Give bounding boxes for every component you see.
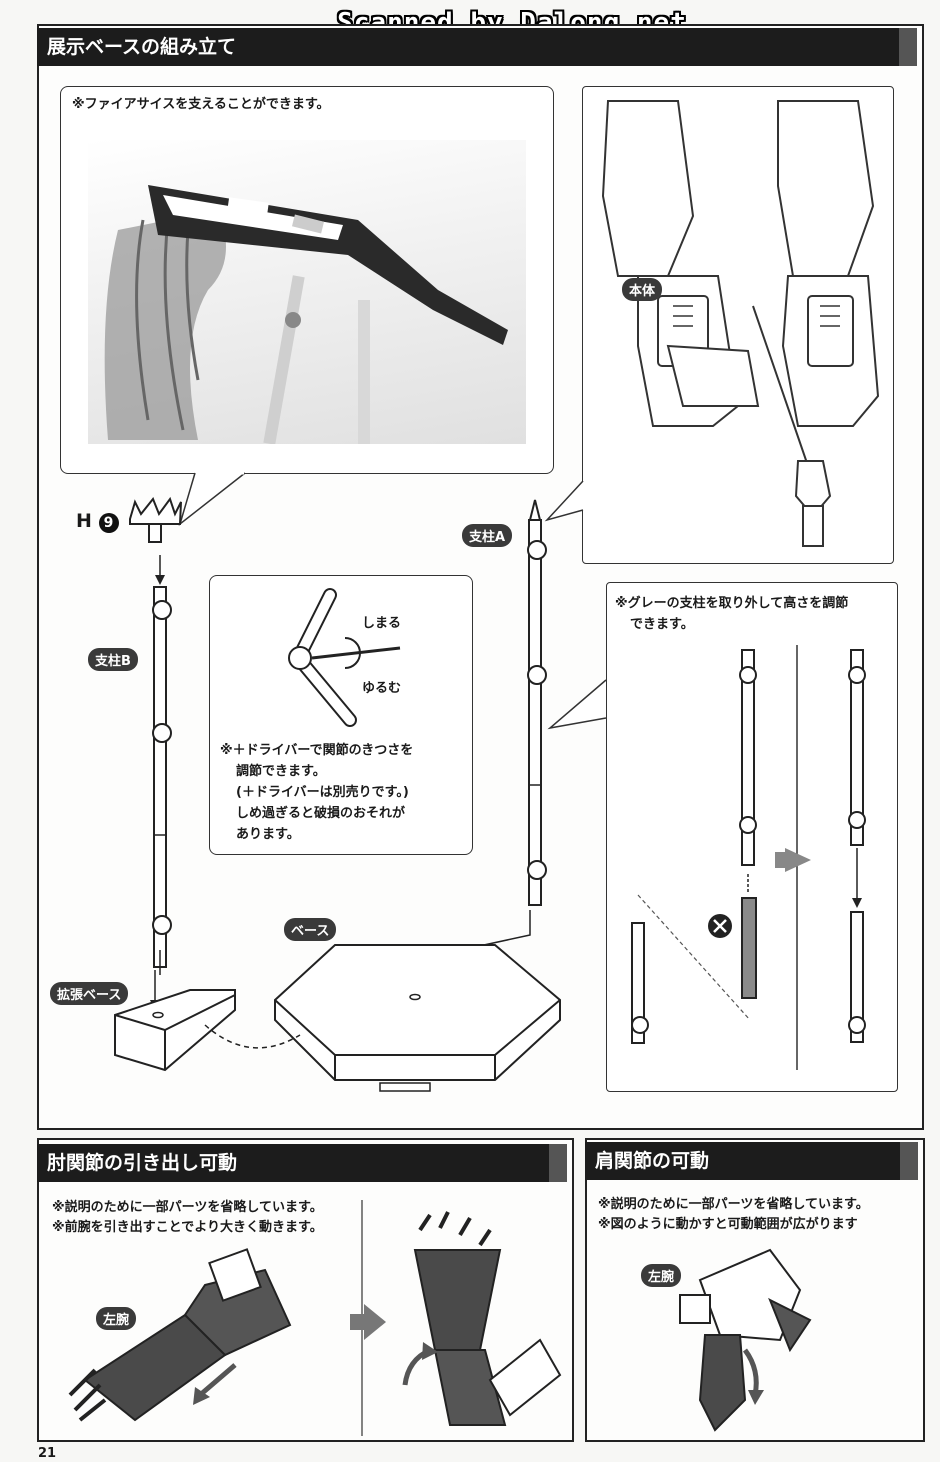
shoulder-title: 肩関節の可動 <box>595 1150 710 1172</box>
elbow-header: 肘関節の引き出し可動 <box>37 1144 567 1182</box>
driver-note-line-5: あります。 <box>236 827 300 842</box>
label-elbow-left-arm: 左腕 <box>96 1307 137 1330</box>
fire-scythe-illustration <box>104 185 508 444</box>
elbow-header-stripe <box>549 1144 567 1182</box>
shoulder-illustration <box>679 1248 812 1432</box>
driver-note-line-3: (＋ドライバーは別売りです。) <box>236 785 409 800</box>
page-number: 21 <box>38 1446 57 1461</box>
elbow-note-2: ※前腕を引き出すことでより大きく動きます。 <box>52 1220 323 1235</box>
label-base: ベース <box>284 918 337 941</box>
part-code: H 9 <box>76 510 119 533</box>
gray-strut-diagram <box>631 645 866 1070</box>
elbow-arm-before <box>68 1248 292 1422</box>
fire-scythe-photo <box>88 140 526 444</box>
shoulder-header: 肩関節の可動 <box>585 1142 918 1180</box>
part-code-letter: H <box>76 510 92 532</box>
part-code-number: 9 <box>98 513 119 533</box>
label-shoulder-left-arm: 左腕 <box>641 1264 682 1287</box>
screw-tighten-label: しまる <box>362 616 402 631</box>
driver-note-line-2: 調節できます。 <box>236 764 326 779</box>
shoulder-note-1: ※説明のために一部パーツを省略しています。 <box>598 1197 869 1212</box>
bubble-tail-right <box>544 480 584 522</box>
driver-note-line-1: ※＋ドライバーで関節のきつさを <box>220 743 414 758</box>
label-strut-a: 支柱A <box>462 524 513 547</box>
elbow-note-1: ※説明のために一部パーツを省略しています。 <box>52 1200 323 1215</box>
screw-loosen-label: ゆるむ <box>362 681 402 696</box>
display-base-header: 展示ベースの組み立て <box>37 28 917 66</box>
base-assembly <box>114 910 561 1092</box>
header-stripe <box>899 28 917 66</box>
shoulder-note-2: ※図のように動かすと可動範囲が広がります <box>598 1217 858 1232</box>
strut-b <box>152 555 172 975</box>
elbow-arrow <box>350 1304 386 1340</box>
driver-note-line-4: しめ過ぎると破損のおそれが <box>236 806 406 821</box>
elbow-title: 肘関節の引き出し可動 <box>47 1152 238 1174</box>
part-h9-connector <box>129 496 182 543</box>
display-base-title: 展示ベースの組み立て <box>47 36 237 58</box>
strut-a <box>527 499 547 906</box>
elbow-arm-after <box>402 1211 562 1426</box>
label-strut-b: 支柱B <box>88 648 138 671</box>
screwdriver-joint-illustration <box>288 588 401 727</box>
mecha-legs-lineart <box>601 100 880 547</box>
gray-strut-note-line-1: ※グレーの支柱を取り外して高さを調節 <box>615 596 849 611</box>
label-body: 本体 <box>622 278 663 301</box>
shoulder-header-stripe <box>900 1142 918 1180</box>
fire-scythe-note: ※ファイアサイスを支えることができます。 <box>72 97 330 112</box>
gray-strut-note-line-2: できます。 <box>630 617 694 632</box>
label-ext-base: 拡張ベース <box>50 982 129 1005</box>
gray-strut-bubble-tail <box>547 679 607 730</box>
